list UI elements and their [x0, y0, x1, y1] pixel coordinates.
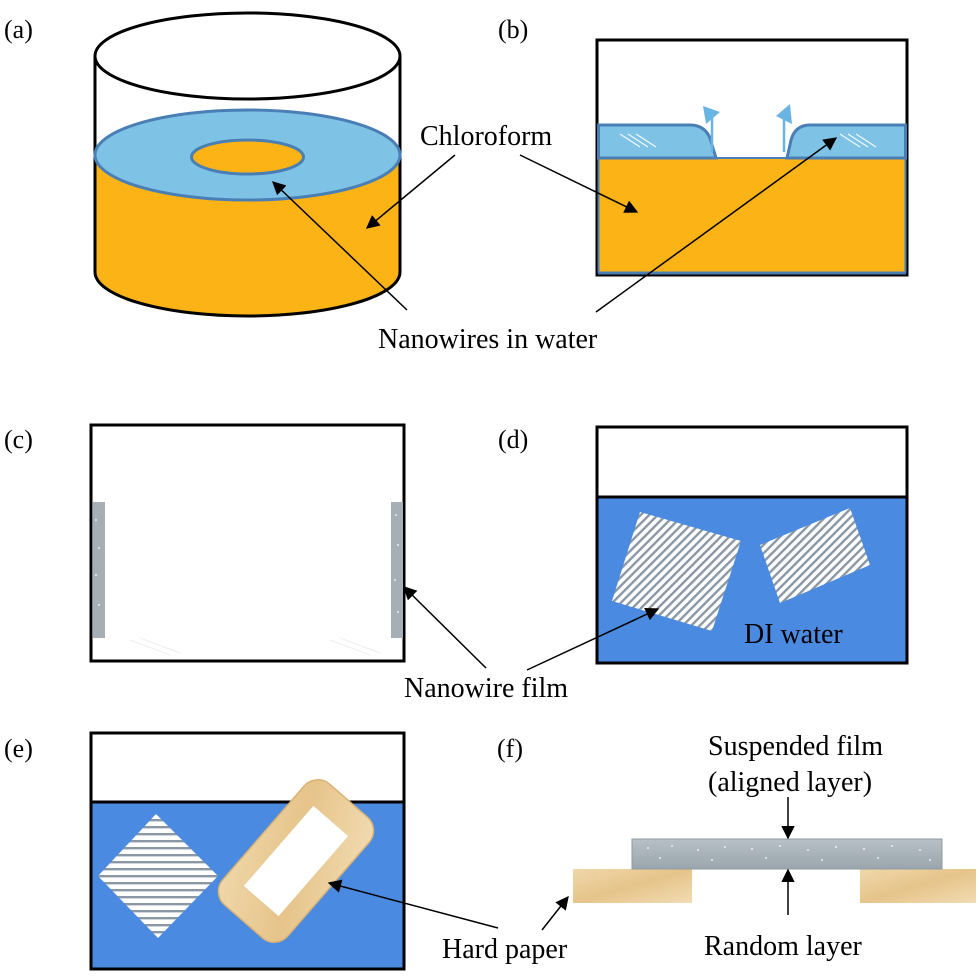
suspended-film-label-line1: Suspended film: [708, 731, 883, 762]
panel-d-label: (d): [498, 425, 528, 454]
panel-e-label: (e): [4, 734, 33, 763]
opening-a: [190, 138, 305, 176]
random-layer-label: Random layer: [704, 931, 863, 962]
water-film-left-b: [597, 123, 719, 160]
nanowire-film-right-c: [391, 502, 403, 638]
callout-nanowires-in-water: Nanowires in water: [272, 137, 838, 355]
suspended-film-label-line2: (aligned layer): [708, 767, 872, 798]
panel-f-label: (f): [497, 734, 523, 763]
panel-f: (f) Suspended film (aligned layer) Rando…: [497, 731, 976, 962]
flow-arrow-right-icon: [776, 104, 792, 152]
panel-b-label: (b): [498, 15, 528, 44]
container-b: [595, 38, 909, 277]
panel-d: (d) DI water: [498, 425, 909, 665]
callout-chloroform: Chloroform: [365, 121, 639, 229]
callout-nanowire-film: Nanowire film: [403, 586, 660, 704]
nanowire-film-left-c: [93, 502, 105, 638]
panel-a: (a): [4, 11, 402, 318]
di-water-label: DI water: [744, 619, 843, 650]
container-c: [89, 423, 406, 663]
hard-paper-label: Hard paper: [442, 934, 568, 965]
nanowire-film-tile-1: [612, 512, 741, 631]
panel-e: (e): [4, 731, 406, 971]
nanowires-in-water-label: Nanowires in water: [378, 324, 598, 355]
nanowire-film-label: Nanowire film: [404, 673, 568, 704]
hard-paper-right-f: [860, 869, 976, 903]
beaker-a: [93, 11, 402, 318]
callout-hard-paper: Hard paper: [327, 879, 569, 965]
hard-paper-left-f: [573, 869, 692, 903]
panel-a-label: (a): [4, 15, 33, 44]
chloroform-label: Chloroform: [420, 121, 552, 152]
water-film-right-b: [785, 123, 907, 160]
chloroform-b: [598, 157, 906, 274]
suspended-film-f: [631, 838, 943, 870]
panel-b: (b): [498, 15, 909, 277]
nanowire-film-tile-2: [760, 508, 870, 603]
panel-c-label: (c): [4, 425, 33, 454]
nanowire-film-tile-e: [98, 814, 218, 938]
panel-c: (c): [4, 423, 406, 663]
flow-arrow-left-icon: [703, 106, 720, 152]
